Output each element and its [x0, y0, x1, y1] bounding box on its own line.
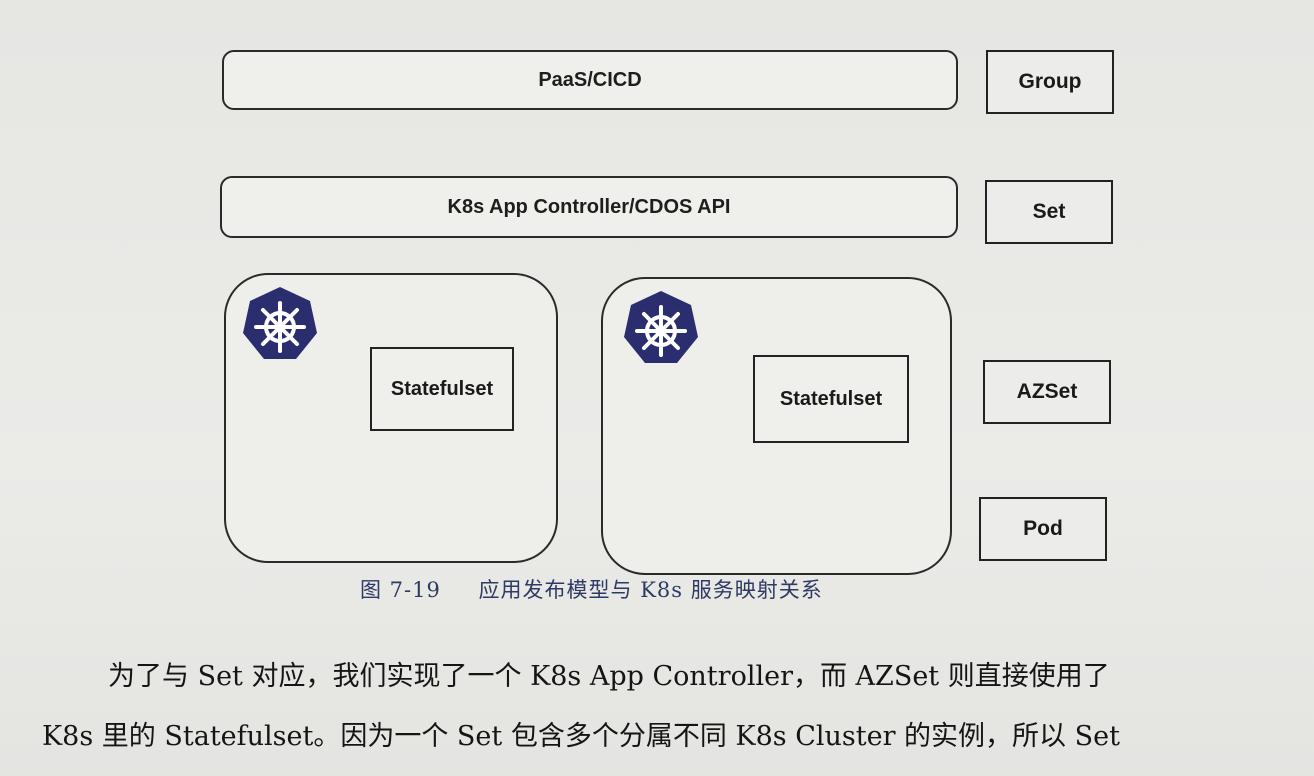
controller-api-label: K8s App Controller/CDOS API — [447, 195, 731, 218]
figure-caption: 图 7-19 应用发布模型与 K8s 服务映射关系 — [360, 574, 823, 604]
paas-cicd-bar: PaaS/CICD — [222, 50, 958, 110]
level-set-label: Set — [1032, 200, 1066, 223]
level-azset-label: AZSet — [1016, 380, 1078, 403]
figure-caption-text: 应用发布模型与 K8s 服务映射关系 — [478, 578, 823, 602]
level-pod-label: Pod — [1023, 517, 1063, 540]
statefulset-label-right: Statefulset — [779, 387, 883, 410]
k8s-cluster-right: Statefulset — [601, 277, 952, 575]
kubernetes-helm-icon — [624, 291, 698, 363]
statefulset-label-left: Statefulset — [390, 377, 494, 400]
level-group-label: Group — [1018, 70, 1082, 93]
level-set-box: Set — [985, 180, 1113, 244]
statefulset-box-right: Statefulset — [753, 355, 909, 443]
body-text-line-2: K8s 里的 Statefulset。因为一个 Set 包含多个分属不同 K8s… — [42, 721, 1120, 752]
statefulset-box-left: Statefulset — [370, 347, 514, 431]
kubernetes-helm-icon — [243, 287, 317, 359]
figure-number: 图 7-19 — [360, 578, 441, 602]
level-group-box: Group — [986, 50, 1114, 114]
body-text-line-1: 为了与 Set 对应，我们实现了一个 K8s App Controller，而 … — [108, 661, 1110, 692]
controller-api-bar: K8s App Controller/CDOS API — [220, 176, 958, 238]
level-pod-box: Pod — [979, 497, 1107, 561]
level-azset-box: AZSet — [983, 360, 1111, 424]
paas-cicd-label: PaaS/CICD — [538, 68, 642, 91]
k8s-cluster-left: Statefulset — [224, 273, 558, 563]
